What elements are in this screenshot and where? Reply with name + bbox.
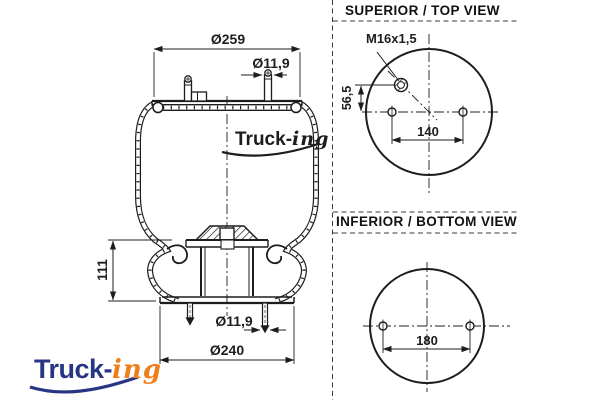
top-view-title: SUPERIOR / TOP VIEW bbox=[345, 3, 500, 18]
piston bbox=[159, 225, 295, 305]
dim-piston-height-label: 111 bbox=[94, 259, 110, 281]
footer-logo-swoosh bbox=[29, 375, 139, 394]
dim-top-stud-diameter-label: Ø11,9 bbox=[252, 55, 290, 71]
dim-bottom-stud-diameter-label: Ø11,9 bbox=[215, 313, 253, 329]
watermark-logo-bold: Truck- bbox=[235, 129, 293, 150]
footer-brand-logo: Truck-ing bbox=[34, 354, 162, 385]
dim-56-5-label: 56,5 bbox=[339, 85, 354, 111]
watermark-swoosh bbox=[221, 142, 319, 157]
side-view bbox=[108, 45, 319, 364]
footer-logo-script: ing bbox=[112, 355, 162, 385]
panel-separators bbox=[332, 0, 520, 400]
footer-logo-bold: Truck- bbox=[34, 354, 113, 384]
top-studs bbox=[183, 69, 273, 102]
top-view bbox=[355, 34, 501, 193]
thread-size-label: M16x1,5 bbox=[366, 31, 417, 46]
dim-140-label: 140 bbox=[417, 124, 439, 139]
bottom-view-title: INFERIOR / BOTTOM VIEW bbox=[336, 214, 518, 229]
top-plate bbox=[151, 99, 303, 114]
bottom-view bbox=[363, 262, 510, 392]
side-view-dimensions bbox=[108, 45, 301, 364]
dim-180-label: 180 bbox=[416, 333, 438, 348]
dim-base-diameter-label: Ø240 bbox=[209, 342, 245, 358]
dim-plate-diameter-label: Ø259 bbox=[210, 31, 246, 47]
watermark-logo-script: ing bbox=[292, 128, 330, 150]
m16-thread-hole bbox=[376, 51, 409, 93]
bellow-outline bbox=[135, 101, 319, 304]
bottom-studs bbox=[185, 302, 270, 334]
watermark-logo: Truck-ing bbox=[235, 128, 329, 151]
